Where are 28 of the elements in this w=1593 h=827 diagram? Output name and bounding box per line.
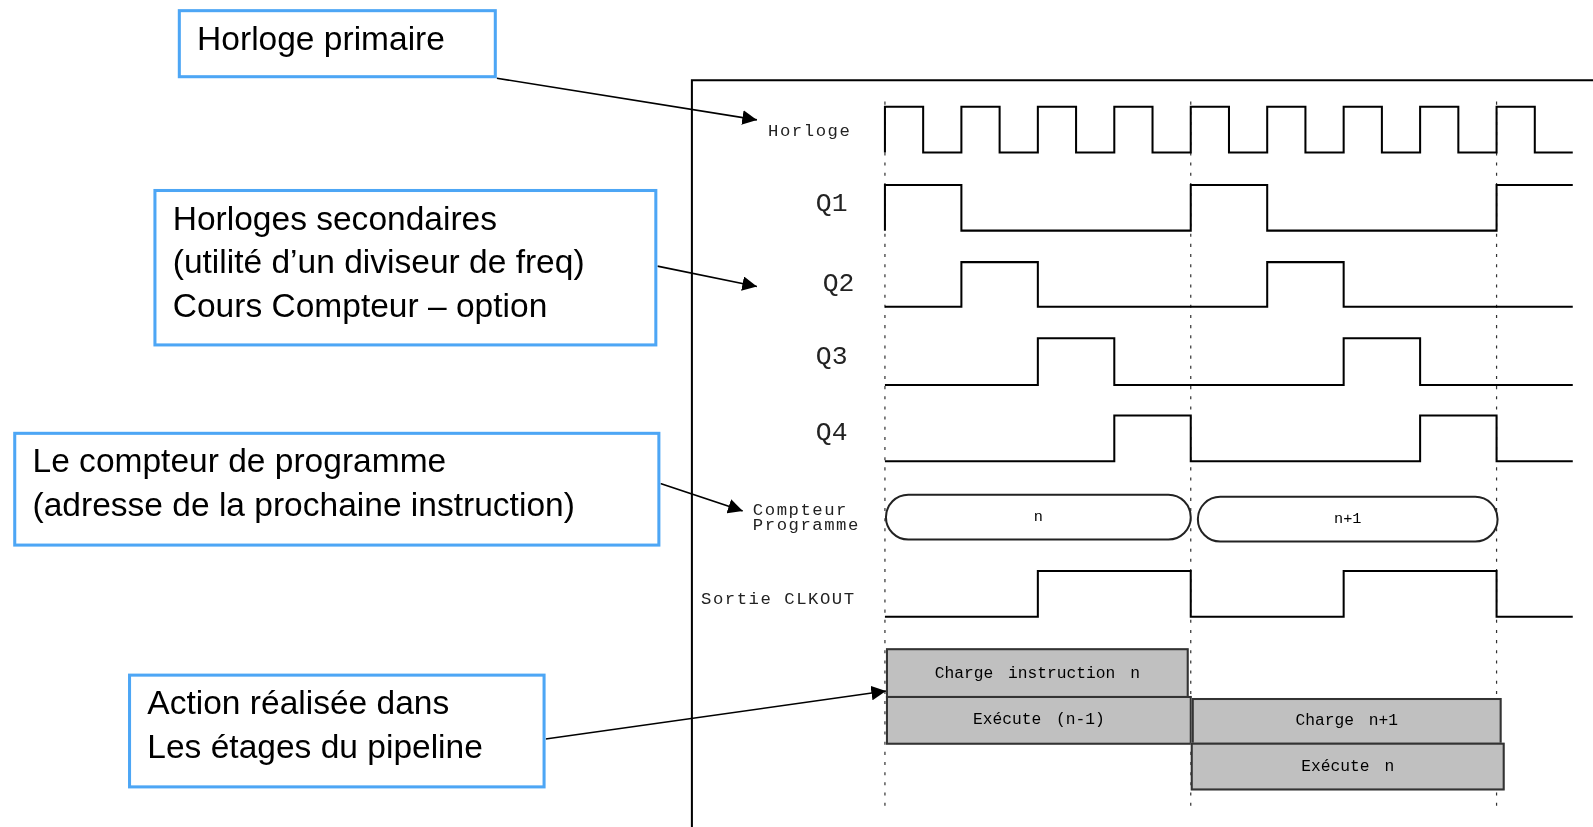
callout-box: [128, 673, 546, 789]
callout-box: [153, 189, 658, 347]
counter-value-box: n+1: [1196, 495, 1499, 543]
signal-label: Q3: [815, 341, 848, 372]
signal-label: Compteur Programme: [742, 500, 873, 536]
pipeline-stage-box: Charge n+1: [1191, 698, 1502, 745]
callout-box: Horloge primaire: [177, 9, 497, 79]
callout-box: [13, 431, 661, 547]
callout-text: (utilité d’un diviseur de freq): [172, 241, 586, 283]
callout-text: Les étages du pipeline: [147, 726, 484, 767]
arrow: [656, 265, 758, 291]
callout-text: Action réalisée dans: [147, 682, 451, 724]
callout-text: Cours Compteur – option: [172, 285, 549, 326]
callout-text: Horloges secondaires: [172, 198, 498, 239]
pipeline-stage-box: Charge instruction n: [885, 648, 1189, 698]
pipeline-stage-box: Exécute n: [1190, 742, 1505, 791]
signal-label: Q4: [815, 417, 848, 449]
arrow: [544, 685, 887, 740]
callout-text: (adresse de la prochaine instruction): [32, 484, 576, 526]
arrow: [659, 482, 744, 514]
pipeline-stage-box: Exécute (n-1): [885, 695, 1192, 745]
callout-text: Le compteur de programme: [32, 440, 448, 482]
signal-label: Sortie CLKOUT: [701, 589, 856, 609]
signal-label: Q1: [815, 189, 848, 220]
signal-label: Horloge: [756, 119, 852, 145]
signal-label: Q2: [756, 266, 855, 301]
arrow: [496, 77, 758, 125]
counter-value-box: n: [884, 493, 1192, 541]
